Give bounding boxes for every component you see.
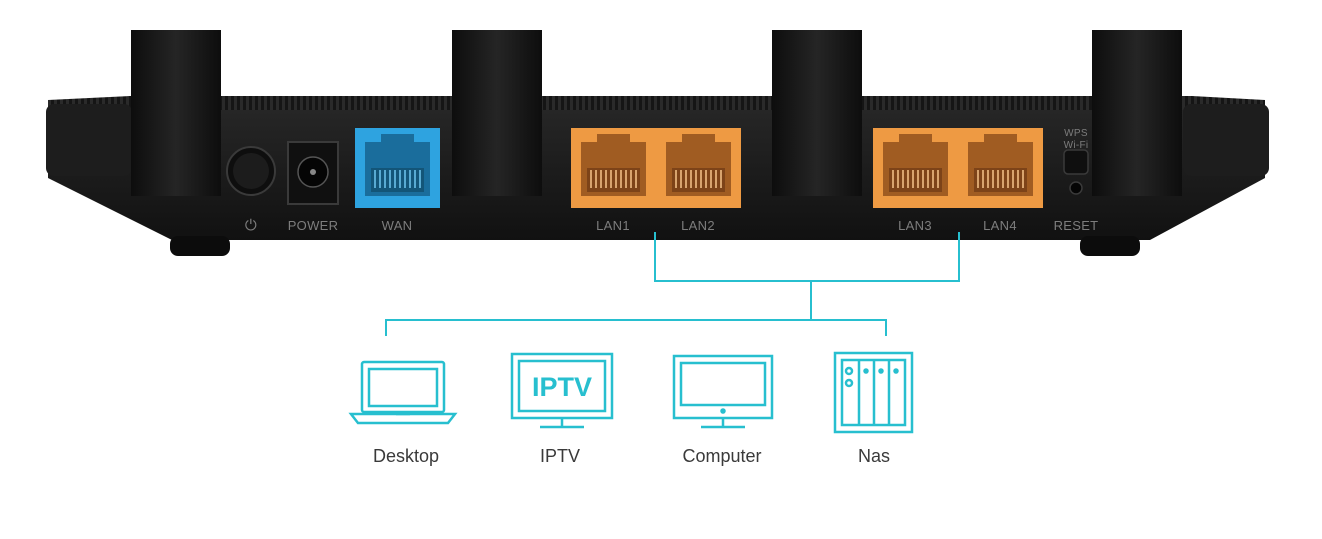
lan4-port[interactable] <box>958 128 1043 208</box>
antenna-4 <box>1092 30 1182 196</box>
monitor-icon <box>672 354 774 429</box>
lan3-port[interactable] <box>873 128 958 208</box>
left-side-cap <box>46 104 132 176</box>
antenna-2 <box>452 30 542 196</box>
lan3-label: LAN3 <box>898 218 932 233</box>
computer-label: Computer <box>682 446 761 466</box>
power-jack[interactable] <box>287 141 339 205</box>
iptv-screen-text: IPTV <box>532 372 592 402</box>
wps-wifi-button[interactable] <box>1063 149 1089 175</box>
antenna-3 <box>772 30 862 196</box>
power-icon: ⏻ <box>245 217 257 234</box>
lan2-label: LAN2 <box>681 218 715 233</box>
lan-bracket-line <box>654 232 960 282</box>
lan1-label: LAN1 <box>596 218 630 233</box>
power-button[interactable] <box>226 146 276 196</box>
iptv-label: IPTV <box>540 446 580 466</box>
computer-device <box>672 354 774 429</box>
nas-icon <box>833 351 914 434</box>
reset-button[interactable] <box>1069 181 1083 195</box>
nas-device <box>833 351 914 434</box>
lan4-label: LAN4 <box>983 218 1017 233</box>
right-foot <box>1080 236 1140 256</box>
reset-label: RESET <box>1054 218 1099 233</box>
device-bus-line <box>385 319 887 336</box>
nas-label: Nas <box>858 446 890 466</box>
tv-icon <box>510 352 614 429</box>
right-side-cap <box>1183 104 1269 176</box>
router: WPS Wi-Fi ⏻ POWER WAN LAN1 LAN2 LAN3 LAN… <box>46 30 1269 256</box>
lan1-port[interactable] <box>571 128 656 208</box>
left-foot <box>170 236 230 256</box>
laptop-icon <box>348 360 458 425</box>
wps-label-line1: WPS <box>1064 128 1088 139</box>
top-vent-strip <box>48 96 1265 114</box>
power-label: POWER <box>288 218 339 233</box>
connector-lines <box>385 232 960 336</box>
antenna-1 <box>131 30 221 196</box>
wan-label: WAN <box>382 218 413 233</box>
wan-port[interactable] <box>355 128 440 208</box>
iptv-device: IPTV <box>510 352 614 429</box>
lan2-port[interactable] <box>656 128 741 208</box>
desktop-label: Desktop <box>373 446 439 466</box>
desktop-device <box>348 360 458 425</box>
wps-label-line2: Wi-Fi <box>1064 140 1089 151</box>
